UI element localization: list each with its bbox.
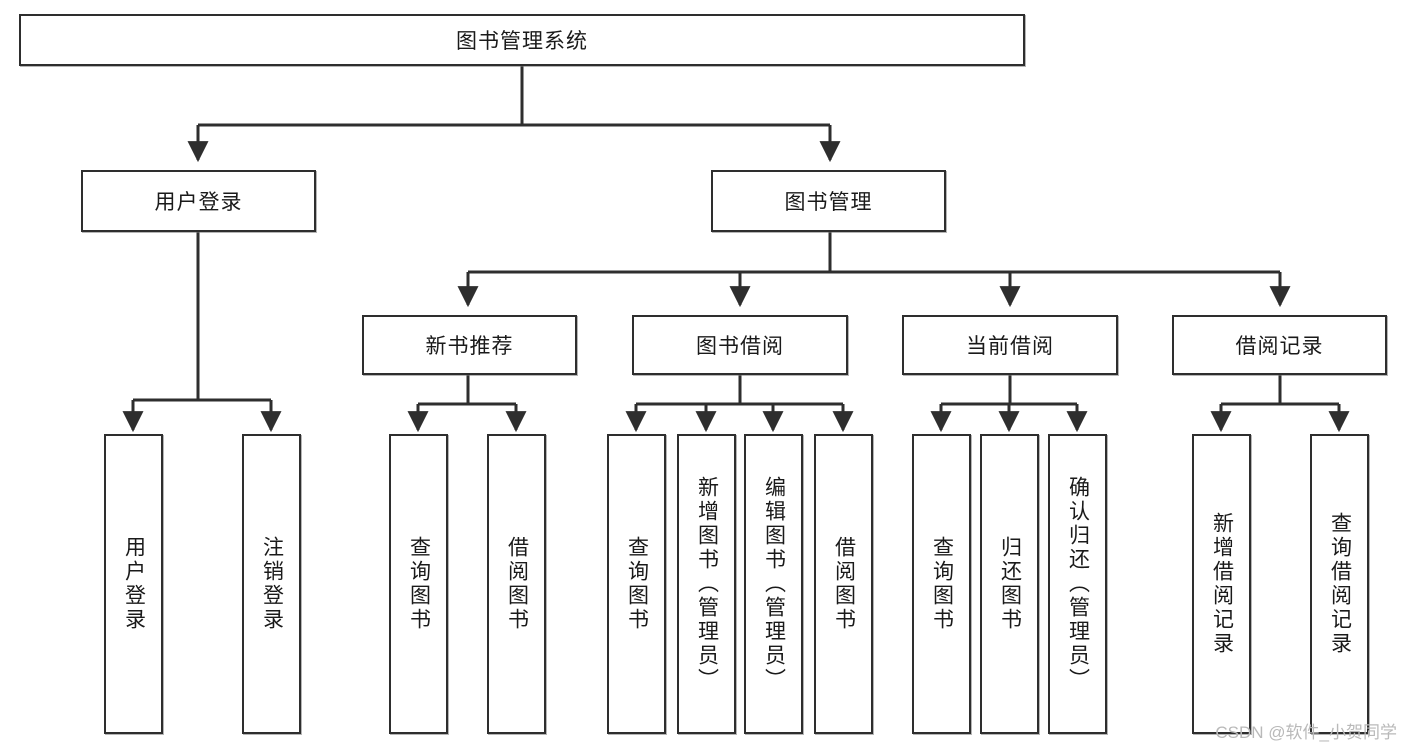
node-label: 注销登录 (260, 536, 284, 632)
node-leaf-logout-login[interactable]: 注销登录 (242, 434, 301, 734)
node-leaf-query-book-2[interactable]: 查询图书 (607, 434, 666, 734)
node-label: 借阅图书 (832, 536, 856, 632)
node-leaf-add-book-admin[interactable]: 新增图书（管理员） (677, 434, 736, 734)
node-new-book-recommend[interactable]: 新书推荐 (362, 315, 577, 375)
node-leaf-query-book-1[interactable]: 查询图书 (389, 434, 448, 734)
node-leaf-borrow-book-2[interactable]: 借阅图书 (814, 434, 873, 734)
node-label: 新增图书（管理员） (695, 476, 719, 692)
node-label: 当前借阅 (966, 335, 1054, 358)
node-leaf-query-book-3[interactable]: 查询图书 (912, 434, 971, 734)
node-label: 新增借阅记录 (1210, 512, 1234, 656)
node-label: 借阅记录 (1235, 335, 1324, 358)
node-leaf-add-borrow-record[interactable]: 新增借阅记录 (1192, 434, 1251, 734)
node-root-book-management-system[interactable]: 图书管理系统 (19, 14, 1025, 66)
node-label: 图书管理 (784, 191, 873, 214)
node-label: 新书推荐 (425, 335, 514, 358)
node-book-borrow[interactable]: 图书借阅 (632, 315, 848, 375)
node-leaf-user-login[interactable]: 用户登录 (104, 434, 163, 734)
node-label: 用户登录 (122, 536, 146, 632)
node-label: 查询图书 (930, 536, 954, 632)
node-user-login[interactable]: 用户登录 (81, 170, 316, 232)
node-label: 用户登录 (154, 191, 243, 214)
node-book-management[interactable]: 图书管理 (711, 170, 946, 232)
node-leaf-query-borrow-record[interactable]: 查询借阅记录 (1310, 434, 1369, 734)
node-label: 借阅图书 (505, 536, 529, 632)
node-borrow-record[interactable]: 借阅记录 (1172, 315, 1387, 375)
node-current-borrow[interactable]: 当前借阅 (902, 315, 1118, 375)
node-label: 查询图书 (625, 536, 649, 632)
csdn-watermark: CSDN @软件_小贺同学 (1215, 723, 1397, 742)
node-leaf-return-book[interactable]: 归还图书 (980, 434, 1039, 734)
node-label: 编辑图书（管理员） (762, 476, 786, 692)
node-leaf-borrow-book-1[interactable]: 借阅图书 (487, 434, 546, 734)
node-leaf-confirm-return-admin[interactable]: 确认归还（管理员） (1048, 434, 1107, 734)
node-label: 图书管理系统 (456, 30, 588, 53)
node-leaf-edit-book-admin[interactable]: 编辑图书（管理员） (744, 434, 803, 734)
node-label: 确认归还（管理员） (1066, 476, 1090, 692)
node-label: 查询借阅记录 (1328, 512, 1352, 656)
node-label: 查询图书 (407, 536, 431, 632)
node-label: 图书借阅 (696, 335, 784, 358)
node-label: 归还图书 (998, 536, 1022, 632)
